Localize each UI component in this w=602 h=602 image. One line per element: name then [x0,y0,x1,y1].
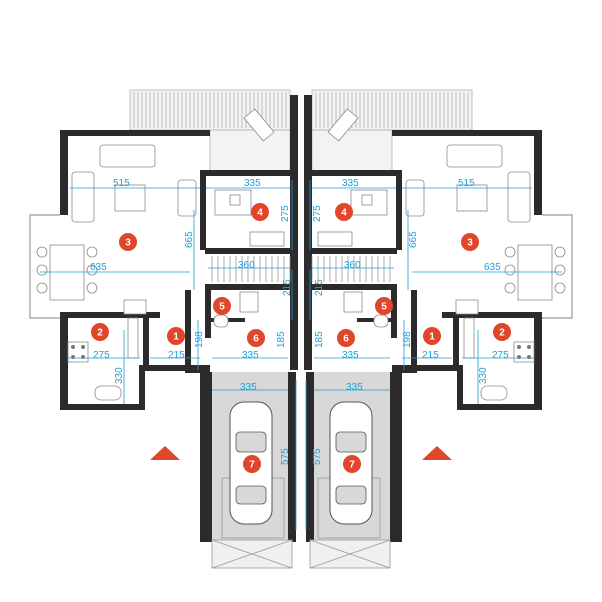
room-badge-circle [119,233,137,251]
room-badges: 1 1 2 2 3 3 4 4 5 5 6 6 7 7 [91,203,511,473]
room-badge-number: 1 [429,332,435,343]
room-badge-5: 5 [375,297,393,315]
room-badge-number: 2 [97,328,103,339]
left-dimensions: 515 335 275 665 635 360 215 275 330 215 … [90,178,293,465]
room-badge-1: 1 [167,327,185,345]
room-badge-number: 3 [467,238,473,249]
dim-stair-depth: 215 [282,279,293,296]
room-badge-circle [493,323,511,341]
dim-garage-width: 335 [346,382,363,393]
room-badge-circle [243,455,261,473]
dim-living-width: 515 [113,178,130,189]
room-badge-1: 1 [423,327,441,345]
left-terrace [129,89,291,176]
dim-kitchen-width: 275 [93,350,110,361]
room-badge-5: 5 [213,297,231,315]
dim-entry-width: 215 [422,350,439,361]
room-badge-number: 4 [257,208,263,219]
sink-icon [94,385,122,401]
office-furniture-icon [214,189,285,247]
room-badge-7: 7 [343,455,361,473]
dim-kitchen-depth: 330 [478,367,489,384]
entrance-arrow-icon [150,446,180,460]
room-badge-circle [375,297,393,315]
room-badge-number: 6 [343,334,349,345]
room-badge-circle [213,297,231,315]
room-badge-number: 7 [349,460,355,471]
room-badge-circle [251,203,269,221]
dim-living-depth: 635 [90,262,107,273]
dim-office-depth: 275 [312,205,323,222]
dim-entry-depth: 198 [194,331,205,348]
right-unit [304,89,573,569]
room-badge-circle [247,329,265,347]
room-badge-number: 7 [249,460,255,471]
room-badge-number: 5 [381,302,387,313]
room-badge-circle [461,233,479,251]
room-badge-number: 3 [125,238,131,249]
dim-utility-width: 335 [342,350,359,361]
room-badge-4: 4 [335,203,353,221]
room-badge-3: 3 [119,233,137,251]
dim-garage-width: 335 [240,382,257,393]
toilet-icon [213,291,259,328]
dim-hall-width: 360 [238,260,255,271]
dim-utility-depth: 185 [276,331,287,348]
left-unit [29,89,298,569]
stairs-icon [211,256,291,282]
dim-entry-width: 215 [168,350,185,361]
room-badge-number: 6 [253,334,259,345]
dimension-lines [40,180,562,530]
room-badge-7: 7 [243,455,261,473]
dim-kitchen-depth: 330 [114,367,125,384]
dim-utility-width: 335 [242,350,259,361]
room-badge-circle [337,329,355,347]
dim-garage-depth: 575 [280,448,291,465]
dim-office-depth: 275 [280,205,291,222]
dining-table-icon [36,244,98,301]
dim-living-height: 665 [184,231,195,248]
dim-entry-depth: 198 [402,331,413,348]
room-badge-number: 2 [499,328,505,339]
room-badge-number: 1 [173,332,179,343]
room-badge-6: 6 [247,329,265,347]
dim-hall-width: 360 [344,260,361,271]
room-badge-6: 6 [337,329,355,347]
room-badge-4: 4 [251,203,269,221]
room-badge-circle [343,455,361,473]
deck-chair-icon [243,108,275,142]
room-badge-circle [167,327,185,345]
right-dimensions: 515 335 275 665 635 360 215 275 330 215 … [312,178,509,465]
room-badge-3: 3 [461,233,479,251]
dim-utility-depth: 185 [314,331,325,348]
room-badge-number: 5 [219,302,225,313]
dim-kitchen-width: 275 [492,350,509,361]
room-badge-2: 2 [91,323,109,341]
room-badge-2: 2 [493,323,511,341]
room-badge-circle [91,323,109,341]
dim-living-depth: 635 [484,262,501,273]
dim-living-width: 515 [458,178,475,189]
dim-living-height: 665 [408,231,419,248]
dim-stair-depth: 215 [314,279,325,296]
dim-garage-depth: 575 [312,448,323,465]
entrance-arrow-icon [422,446,452,460]
room-badge-circle [335,203,353,221]
dim-office-width: 335 [342,178,359,189]
room-badge-number: 4 [341,208,347,219]
room-badge-circle [423,327,441,345]
armchair-icon [177,179,197,217]
sofa-icon [71,144,156,223]
dim-office-width: 335 [244,178,261,189]
